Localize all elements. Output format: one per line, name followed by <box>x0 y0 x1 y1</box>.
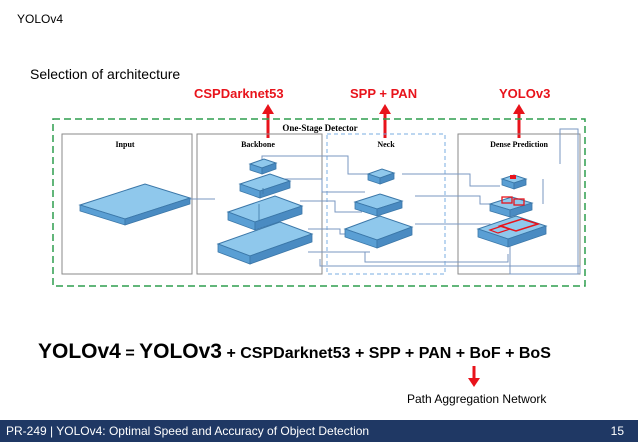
pan-down-arrow-icon <box>468 366 480 387</box>
prediction-section-label: Dense Prediction <box>490 140 548 149</box>
head-choice-label: YOLOv3 <box>499 86 551 101</box>
neck-choice-label: SPP + PAN <box>350 86 418 101</box>
yolov4-formula: YOLOv4 = YOLOv3 + CSPDarknet53 + SPP + P… <box>38 340 551 364</box>
backbone-layers <box>216 158 314 265</box>
backbone-choice-label: CSPDarknet53 <box>194 86 284 101</box>
detector-title: One-Stage Detector <box>282 123 357 133</box>
footer-text: PR-249 | YOLOv4: Optimal Speed and Accur… <box>6 424 370 438</box>
connection-lines <box>190 128 581 275</box>
backbone-section-label: Backbone <box>241 140 275 149</box>
detector-outer-box <box>52 118 586 287</box>
neck-section-label: Neck <box>377 140 395 149</box>
slide-header-title: YOLOv4 <box>17 12 64 26</box>
formula-head: YOLOv3 <box>139 340 222 363</box>
prediction-layers <box>476 174 548 248</box>
slide-footer: PR-249 | YOLOv4: Optimal Speed and Accur… <box>0 420 638 442</box>
formula-equals: = <box>125 345 135 362</box>
neck-layers <box>343 168 414 249</box>
input-section-box <box>61 133 193 275</box>
backbone-section-box <box>196 133 323 275</box>
page-number: 15 <box>610 424 624 438</box>
neck-section-box <box>326 133 446 275</box>
pan-annotation: Path Aggregation Network <box>407 392 547 406</box>
formula-lhs: YOLOv4 <box>38 340 121 363</box>
formula-rest: + CSPDarknet53 + SPP + PAN + BoF + BoS <box>226 345 551 362</box>
one-stage-detector-diagram: One-Stage Detector Input Backbone Neck D… <box>52 104 586 287</box>
input-section-label: Input <box>115 140 134 149</box>
slide-subtitle: Selection of architecture <box>30 66 181 82</box>
